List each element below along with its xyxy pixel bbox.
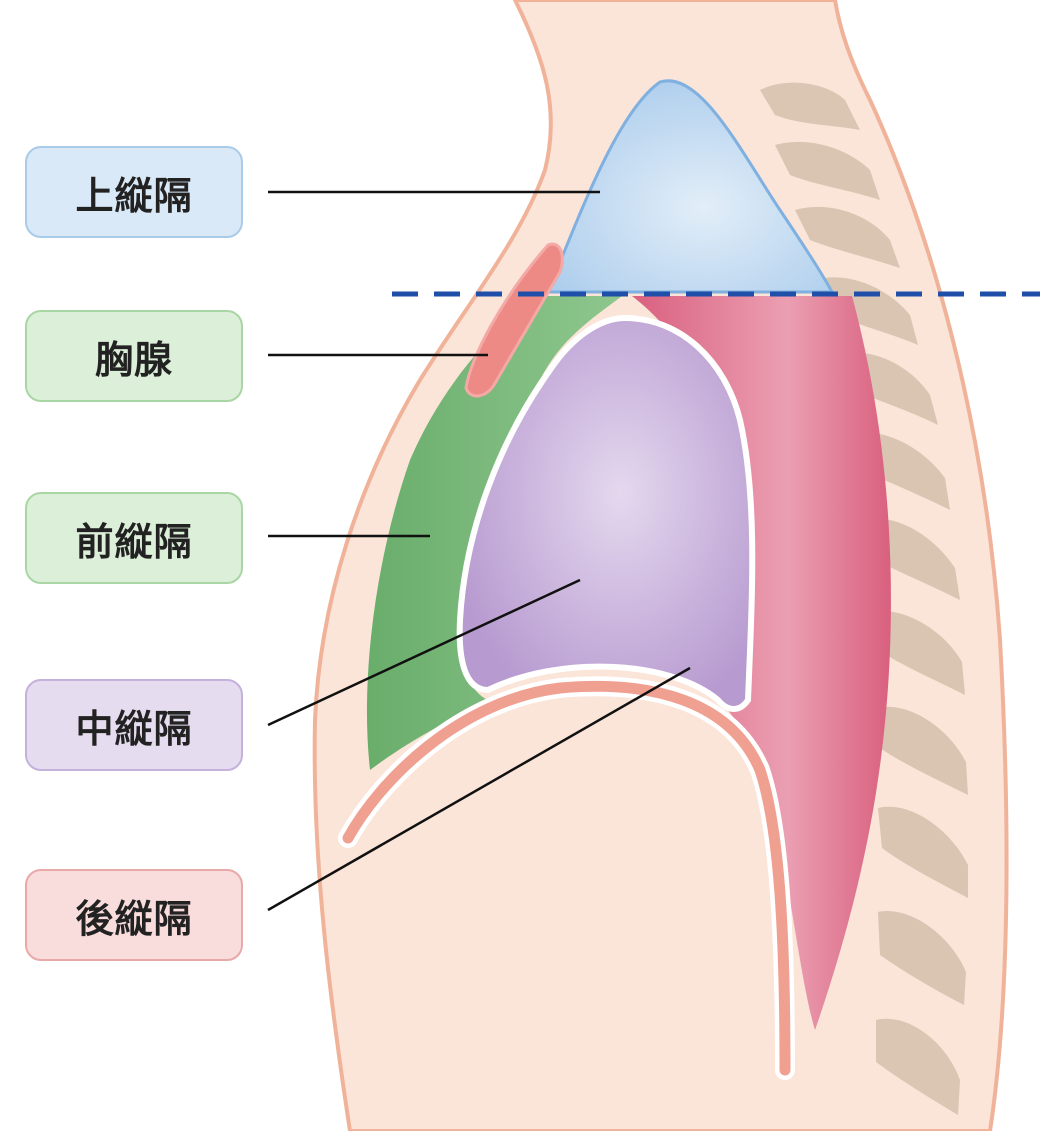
label-superior-mediastinum: 上縦隔 [25, 146, 243, 238]
label-middle-mediastinum: 中縦隔 [25, 679, 243, 771]
label-thymus: 胸腺 [25, 310, 243, 402]
label-anterior-mediastinum: 前縦隔 [25, 492, 243, 584]
label-posterior-mediastinum: 後縦隔 [25, 869, 243, 961]
